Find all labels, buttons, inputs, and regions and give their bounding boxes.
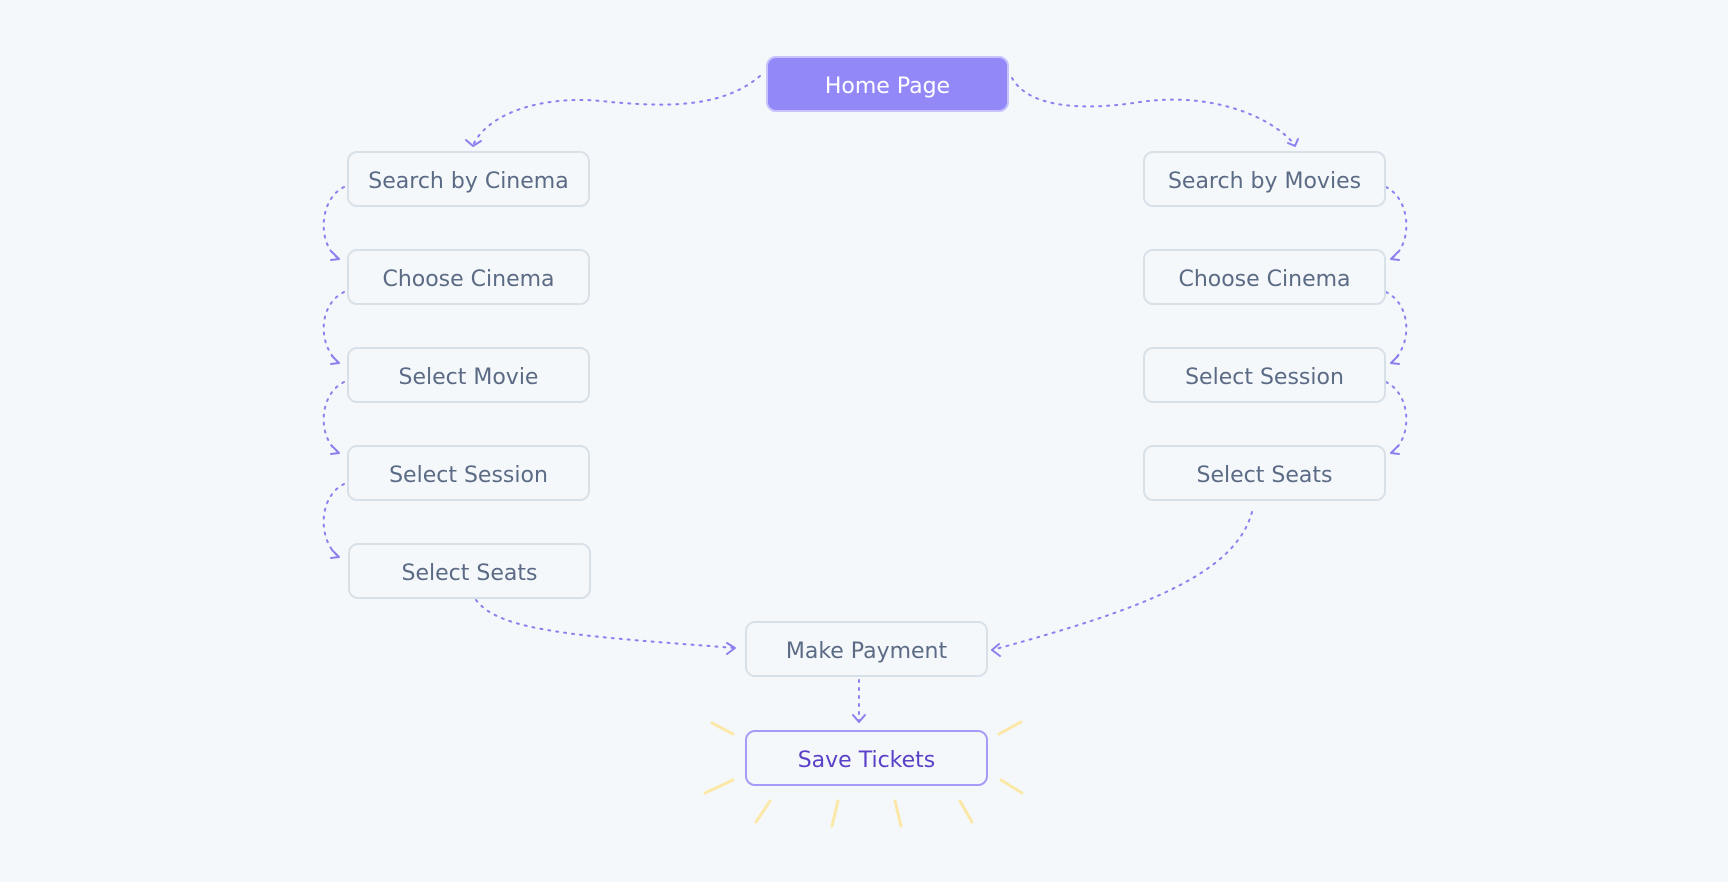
edge-search-movies-to-choose-cinema [1385, 186, 1408, 259]
node-save-tickets[interactable]: Save Tickets [745, 730, 988, 786]
edge-select-movie-to-select-session [322, 381, 345, 453]
node-left-choose-cinema[interactable]: Choose Cinema [347, 249, 590, 305]
arrowhead [1390, 445, 1400, 455]
arrowhead [1390, 355, 1400, 365]
arrowhead [330, 549, 340, 559]
ray [958, 799, 974, 824]
arrowhead [330, 251, 340, 261]
arrowhead [991, 643, 1001, 657]
node-search-by-cinema[interactable]: Search by Cinema [347, 151, 590, 207]
edge-select-session-to-select-seats [322, 483, 345, 557]
edge-choose-cinema-to-select-movie [322, 291, 345, 363]
node-left-select-session[interactable]: Select Session [347, 445, 590, 501]
arrowhead [1287, 138, 1299, 147]
node-home-page[interactable]: Home Page [766, 56, 1009, 112]
ray [999, 778, 1024, 795]
arrowhead [465, 139, 482, 147]
edge-search-cinema-to-choose-cinema [322, 186, 345, 259]
arrowhead [330, 355, 340, 365]
node-right-select-seats[interactable]: Select Seats [1143, 445, 1386, 501]
ray [710, 721, 735, 736]
node-left-select-movie[interactable]: Select Movie [347, 347, 590, 403]
highlight-rays [703, 720, 1024, 828]
node-search-by-movies[interactable]: Search by Movies [1143, 151, 1386, 207]
ray [703, 778, 735, 795]
node-make-payment[interactable]: Make Payment [745, 621, 988, 677]
arrowhead [726, 642, 736, 655]
ray [893, 799, 903, 828]
ray [997, 720, 1023, 736]
edge-home-to-search-cinema [472, 75, 761, 146]
edge-choose-cinema-to-select-session [1385, 291, 1408, 363]
arrowhead [852, 714, 866, 723]
node-right-choose-cinema[interactable]: Choose Cinema [1143, 249, 1386, 305]
arrowhead [1390, 251, 1400, 261]
edge-left-seats-to-make-payment [475, 599, 736, 649]
arrowhead [330, 445, 340, 455]
node-right-select-session[interactable]: Select Session [1143, 347, 1386, 403]
ray [830, 799, 840, 828]
edge-select-session-to-select-seats [1385, 381, 1408, 453]
edge-right-seats-to-make-payment [991, 511, 1253, 651]
node-left-select-seats[interactable]: Select Seats [348, 543, 591, 599]
ray [754, 799, 772, 824]
edge-home-to-search-movies [1011, 77, 1296, 146]
